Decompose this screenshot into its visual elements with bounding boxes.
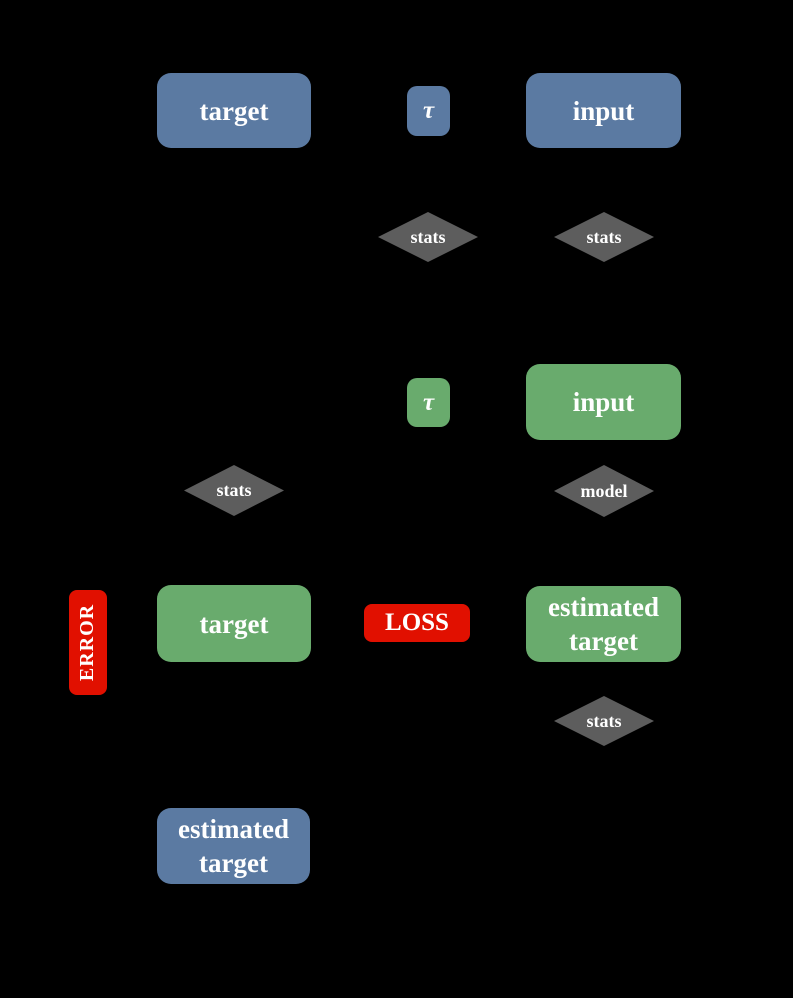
- box-estimated-target-normalized-line2: target: [569, 626, 638, 656]
- badge-error-label: ERROR: [76, 603, 99, 682]
- box-tau-normalized-label: τ: [422, 388, 435, 416]
- box-target-top-label: target: [199, 95, 269, 126]
- box-target-top: target: [157, 73, 311, 148]
- badge-loss-label: LOSS: [385, 609, 449, 636]
- diamond-stats-input-label: stats: [586, 226, 622, 247]
- badge-loss: LOSS: [364, 604, 470, 642]
- box-target-normalized-label: target: [199, 608, 269, 639]
- badge-error: ERROR: [69, 590, 107, 695]
- diamond-stats-tau-label: stats: [410, 226, 446, 247]
- box-estimated-target-output: estimated target: [157, 808, 310, 884]
- diamond-stats-target-label: stats: [216, 480, 252, 500]
- box-target-normalized: target: [157, 585, 311, 662]
- diamond-stats-target: stats: [184, 465, 284, 516]
- diamond-model-label: model: [580, 480, 628, 501]
- box-estimated-target-output-line1: estimated: [178, 814, 289, 844]
- box-tau-top: τ: [407, 86, 450, 136]
- box-tau-normalized: τ: [407, 378, 450, 427]
- diamond-stats-input: stats: [554, 212, 654, 262]
- diamond-stats-estimated-label: stats: [586, 710, 622, 731]
- box-estimated-target-normalized: estimated target: [526, 586, 681, 662]
- diamond-stats-tau: stats: [378, 212, 478, 262]
- box-tau-top-label: τ: [422, 97, 435, 124]
- diamond-model: model: [554, 465, 654, 517]
- box-estimated-target-output-line2: target: [199, 848, 268, 878]
- diamond-stats-estimated: stats: [554, 696, 654, 746]
- box-input-top: input: [526, 73, 681, 148]
- box-estimated-target-normalized-line1: estimated: [548, 592, 659, 622]
- box-input-normalized-label: input: [572, 387, 635, 417]
- box-input-normalized: input: [526, 364, 681, 440]
- box-input-top-label: input: [572, 95, 635, 126]
